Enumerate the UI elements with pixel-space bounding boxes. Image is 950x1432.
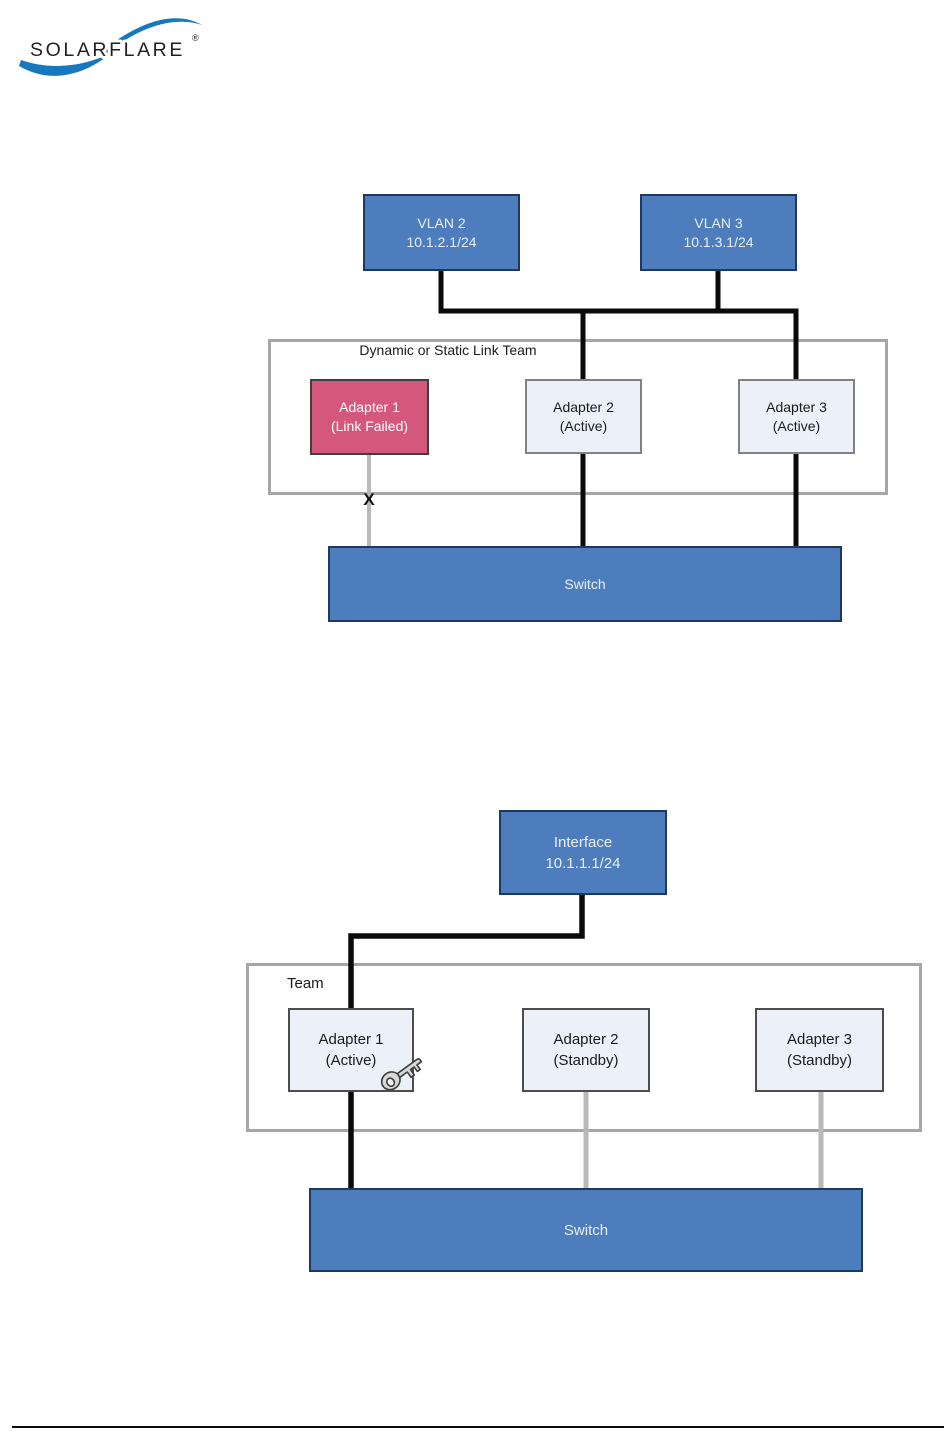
bottom-switch-label: Switch <box>563 1221 609 1239</box>
link-interface-elbow <box>348 894 585 1010</box>
adapter2-bottom-state: (Standby) <box>553 1052 619 1069</box>
adapter2-state: (Active) <box>559 417 608 434</box>
key-shaft <box>392 1058 423 1081</box>
solarflare-logo: SOLARFLARE ® <box>19 18 202 76</box>
adapter2-active-node: Adapter 2 (Active) <box>525 379 642 454</box>
adapter1-bottom-name: Adapter 1 <box>318 1031 384 1048</box>
adapter1-name: Adapter 1 <box>339 399 400 415</box>
vlan2-address: 10.1.2.1/24 <box>406 233 477 250</box>
adapter3-standby-node: Adapter 3 (Standby) <box>755 1008 884 1092</box>
logo-wave-lower <box>19 51 114 76</box>
adapter3-name: Adapter 3 <box>766 398 827 415</box>
vlan3-node: VLAN 3 10.1.3.1/24 <box>640 194 797 271</box>
link-team-title: Dynamic or Static Link Team <box>348 342 548 359</box>
bottom-switch-node: Switch <box>309 1188 863 1272</box>
adapter1-state: (Link Failed) <box>330 418 409 434</box>
logo-wordmark: SOLARFLARE <box>30 39 185 61</box>
adapter2-standby-node: Adapter 2 (Standby) <box>522 1008 650 1092</box>
adapter3-bottom-state: (Standby) <box>786 1052 853 1069</box>
interface-address: 10.1.1.1/24 <box>545 854 621 872</box>
top-switch-label: Switch <box>564 575 606 592</box>
link-team-title-line1: Dynamic or Static <box>359 342 470 358</box>
team-title-text: Team <box>287 975 324 992</box>
key-icon <box>380 1058 423 1091</box>
team-title: Team <box>287 975 347 992</box>
adapter2-name: Adapter 2 <box>553 398 614 415</box>
vlan2-node: VLAN 2 10.1.2.1/24 <box>363 194 520 271</box>
link-team-container <box>268 339 888 495</box>
key-head-hole <box>385 1077 396 1088</box>
adapter3-bottom-name: Adapter 3 <box>786 1031 853 1048</box>
vlan3-name: VLAN 3 <box>694 214 743 231</box>
adapter2-bottom-name: Adapter 2 <box>553 1031 619 1048</box>
adapter3-state: (Active) <box>772 417 821 434</box>
vlan2-name: VLAN 2 <box>417 214 466 231</box>
footer-divider <box>12 1426 944 1428</box>
adapter1-bottom-state: (Active) <box>325 1052 377 1069</box>
vlan3-address: 10.1.3.1/24 <box>683 233 754 250</box>
logo-wave-upper <box>103 18 202 54</box>
logo-registered-icon: ® <box>192 33 199 43</box>
adapter3-active-node: Adapter 3 (Active) <box>738 379 855 454</box>
failed-link-x-mark: X <box>363 490 375 509</box>
interface-node: Interface 10.1.1.1/24 <box>499 810 667 895</box>
adapter1-failed-node: Adapter 1 (Link Failed) <box>310 379 429 455</box>
interface-name: Interface <box>553 833 613 851</box>
link-team-title-line2: Link Team <box>473 342 537 358</box>
top-switch-node: Switch <box>328 546 842 622</box>
